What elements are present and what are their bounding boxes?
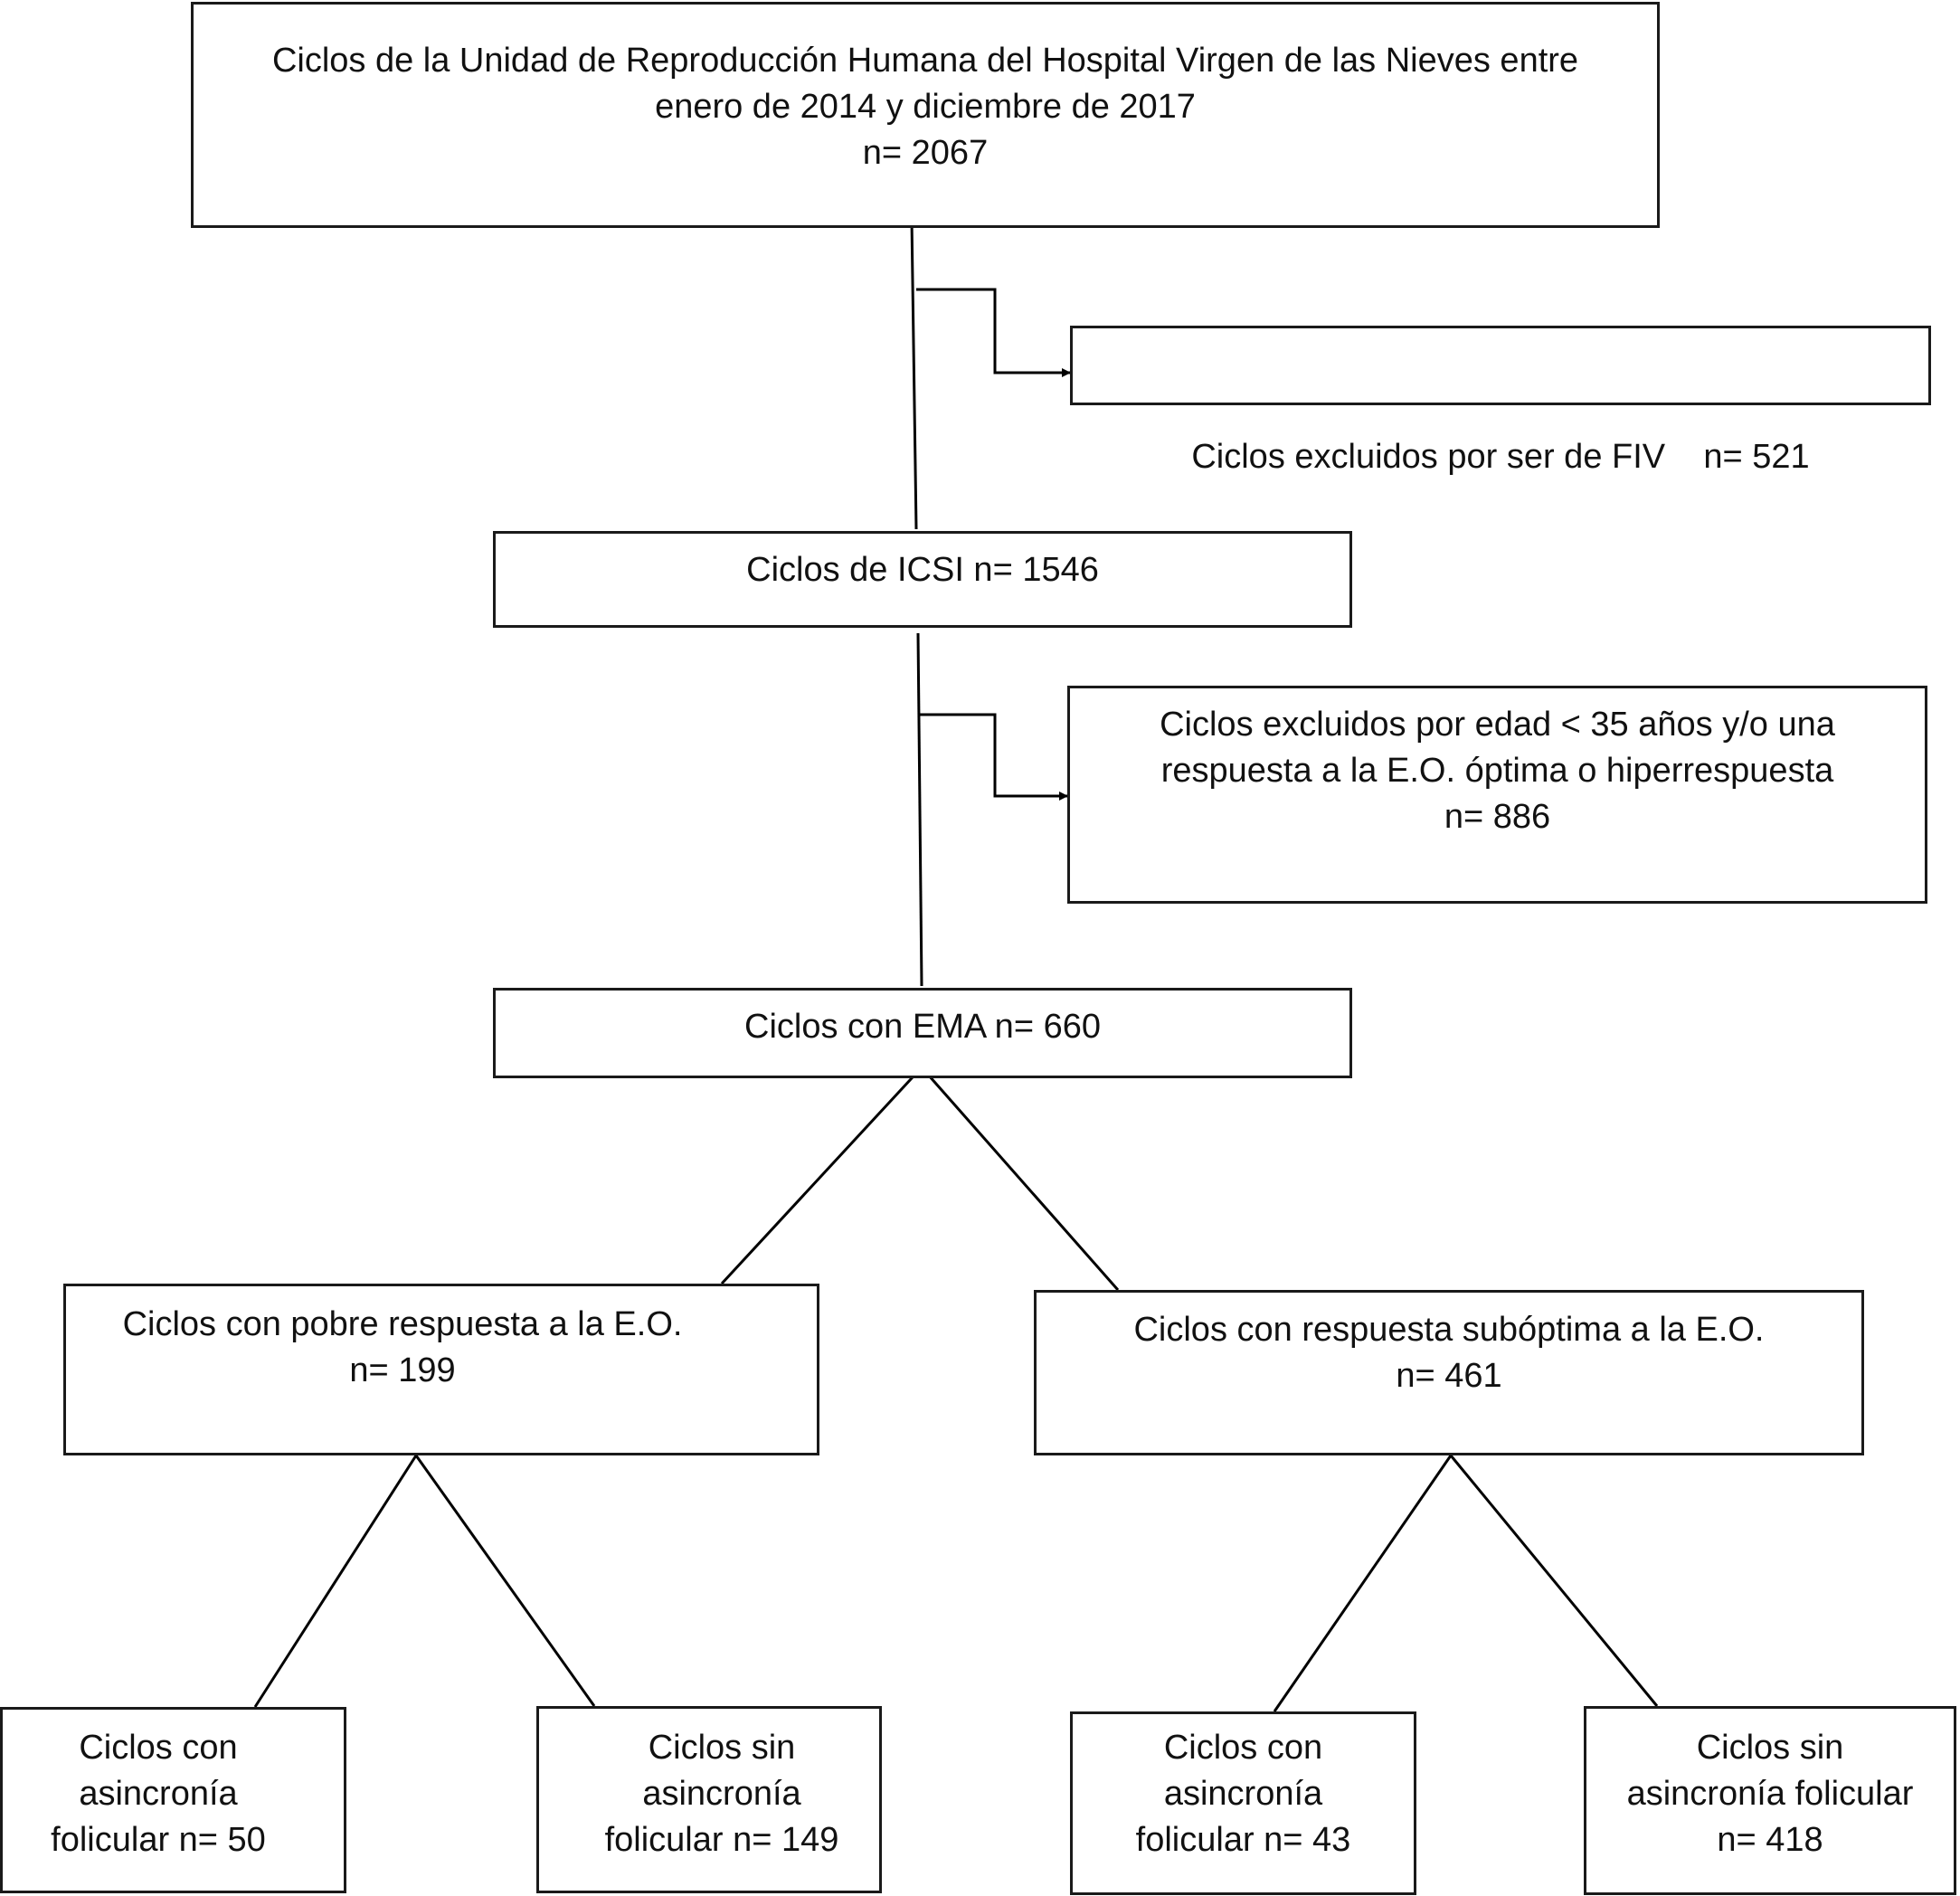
excluded-fiv-label: Ciclos excluidos por ser de FIV n= 521 bbox=[1191, 438, 1810, 476]
branch-arrow-fiv bbox=[916, 288, 1071, 377]
box-suboptimal-without-asynchrony-text: Ciclos sin asincronía folicular n= 418 bbox=[1584, 1725, 1956, 1863]
sub-with-asynchrony-line-2: asincronía bbox=[1163, 1775, 1323, 1813]
total-line-3: n= 2067 bbox=[862, 134, 989, 172]
total-line-2: enero de 2014 y diciembre de 2017 bbox=[655, 88, 1196, 126]
box-poor-with-asynchrony bbox=[0, 1707, 346, 1893]
branch-arrow-age bbox=[919, 713, 1068, 801]
split-line-poor-right bbox=[414, 1455, 596, 1707]
sub-without-asynchrony-line-1: Ciclos sin bbox=[1696, 1729, 1844, 1767]
poor-response-line-2: n= 199 bbox=[349, 1351, 456, 1389]
box-poor-without-asynchrony bbox=[536, 1706, 882, 1893]
box-excluded-fiv-text: Ciclos excluidos por ser de FIV n= 521 bbox=[1070, 342, 1931, 526]
box-poor-with-asynchrony-text: Ciclos con asincronía folicular n= 50 bbox=[0, 1725, 317, 1863]
sub-without-asynchrony-line-2: asincronía folicular bbox=[1626, 1775, 1914, 1813]
box-poor-response bbox=[63, 1284, 819, 1455]
icsi-label: Ciclos de ICSI n= 1546 bbox=[746, 551, 1099, 589]
box-suboptimal-response-text: Ciclos con respuesta subóptima a la E.O.… bbox=[1034, 1307, 1864, 1399]
poor-with-asynchrony-line-3: folicular n= 50 bbox=[51, 1821, 266, 1859]
box-ema-cycles bbox=[493, 988, 1352, 1078]
box-icsi-cycles-text: Ciclos de ICSI n= 1546 bbox=[493, 547, 1352, 593]
box-total-cycles-text: Ciclos de la Unidad de Reproducción Huma… bbox=[191, 38, 1660, 176]
box-poor-without-asynchrony-text: Ciclos sin asincronía folicular n= 149 bbox=[536, 1725, 907, 1863]
poor-response-line-1: Ciclos con pobre respuesta a la E.O. bbox=[122, 1305, 683, 1343]
box-suboptimal-with-asynchrony-text: Ciclos con asincronía folicular n= 43 bbox=[1070, 1725, 1416, 1863]
poor-with-asynchrony-line-1: Ciclos con bbox=[79, 1729, 238, 1767]
excluded-age-line-3: n= 886 bbox=[1444, 798, 1551, 836]
box-excluded-age-text: Ciclos excluidos por edad < 35 años y/o … bbox=[1067, 702, 1927, 840]
box-ema-cycles-text: Ciclos con EMA n= 660 bbox=[493, 1004, 1352, 1050]
split-line-left bbox=[720, 1066, 923, 1285]
box-excluded-fiv bbox=[1070, 326, 1931, 405]
box-suboptimal-response bbox=[1034, 1290, 1864, 1455]
total-line-1: Ciclos de la Unidad de Reproducción Huma… bbox=[271, 42, 1579, 80]
sub-without-asynchrony-line-3: n= 418 bbox=[1717, 1821, 1823, 1859]
split-line-right bbox=[920, 1066, 1120, 1291]
poor-without-asynchrony-line-1: Ciclos sin bbox=[648, 1729, 796, 1767]
suboptimal-response-line-2: n= 461 bbox=[1396, 1357, 1502, 1395]
split-line-sub-right bbox=[1449, 1455, 1659, 1707]
excluded-age-line-2: respuesta a la E.O. óptima o hiperrespue… bbox=[1160, 752, 1834, 790]
box-excluded-age bbox=[1067, 686, 1927, 904]
split-line-poor-left bbox=[253, 1455, 418, 1708]
poor-without-asynchrony-line-2: asincronía bbox=[642, 1775, 801, 1813]
box-poor-response-text: Ciclos con pobre respuesta a la E.O. n= … bbox=[63, 1302, 742, 1394]
box-total-cycles bbox=[191, 2, 1660, 228]
poor-with-asynchrony-line-2: asincronía bbox=[79, 1775, 238, 1813]
excluded-age-line-1: Ciclos excluidos por edad < 35 años y/o … bbox=[1160, 706, 1835, 744]
box-suboptimal-with-asynchrony bbox=[1070, 1711, 1416, 1895]
box-icsi-cycles bbox=[493, 531, 1352, 628]
main-trunk-line-1 bbox=[910, 218, 918, 530]
sub-with-asynchrony-line-3: folicular n= 43 bbox=[1135, 1821, 1351, 1859]
poor-without-asynchrony-line-3: folicular n= 149 bbox=[604, 1821, 839, 1859]
box-suboptimal-without-asynchrony bbox=[1584, 1706, 1956, 1895]
sub-with-asynchrony-line-1: Ciclos con bbox=[1163, 1729, 1323, 1767]
suboptimal-response-line-1: Ciclos con respuesta subóptima a la E.O. bbox=[1133, 1311, 1765, 1349]
main-trunk-line-2 bbox=[916, 632, 923, 987]
ema-label: Ciclos con EMA n= 660 bbox=[744, 1008, 1101, 1046]
split-line-sub-left bbox=[1273, 1455, 1453, 1712]
